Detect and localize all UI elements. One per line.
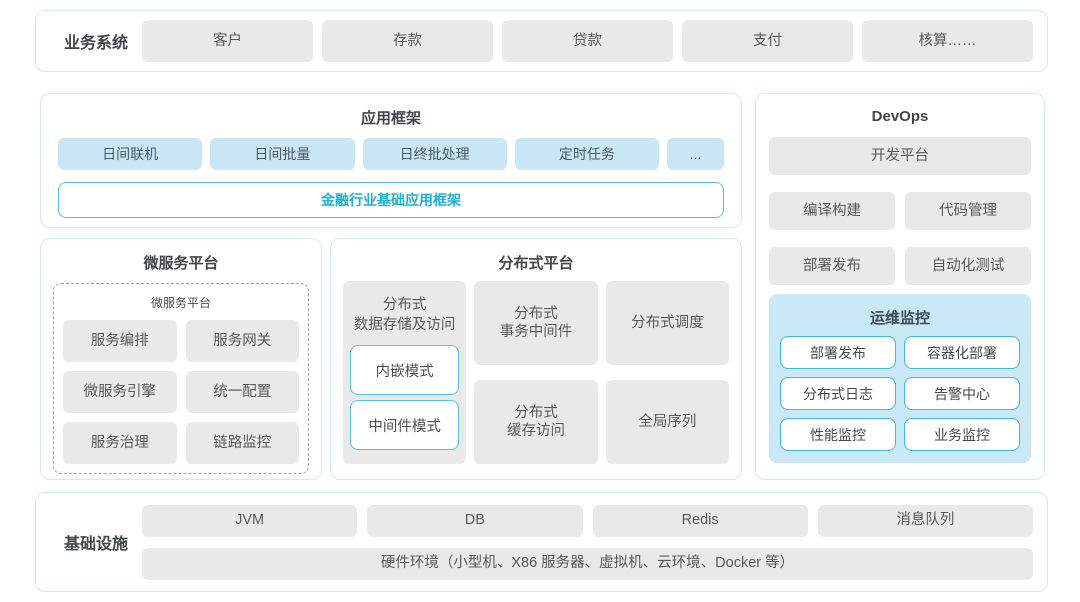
business-system-loan: 贷款 [502, 20, 673, 62]
service-orchestration-block: 服务编排 [63, 320, 177, 362]
devops-row-1: 编译构建 代码管理 [769, 192, 1031, 230]
eod-batch-block: 日终批处理 [362, 138, 507, 170]
distributed-logging-block: 分布式日志 [780, 377, 896, 410]
business-systems-label: 业务系统 [63, 35, 128, 52]
distributed-storage-block: 分布式 数据存储及访问 内嵌模式 中间件模式 [343, 281, 467, 464]
microservice-items: 服务编排 服务网关 微服务引擎 统一配置 服务治理 链路监控 [63, 320, 299, 464]
microservice-engine-block: 微服务引擎 [63, 371, 177, 413]
distributed-scheduling-block: 分布式调度 [605, 281, 729, 365]
global-sequence-block: 全局序列 [605, 380, 729, 464]
message-queue-block: 消息队列 [817, 504, 1033, 537]
redis-block: Redis [592, 504, 808, 537]
ops-monitoring-title: 运维监控 [869, 310, 930, 327]
performance-monitoring-block: 性能监控 [780, 418, 896, 451]
devops-panel: DevOps 开发平台 编译构建 代码管理 部署发布 自动化测试 运维监控 部署… [755, 93, 1045, 480]
infrastructure-items: JVM DB Redis 消息队列 硬件环境（小型机、X86 服务器、虚拟机、云… [142, 504, 1033, 580]
app-framework-items: 日间联机 日间批量 日终批处理 定时任务 ... [58, 138, 724, 170]
ops-monitoring-items: 部署发布 容器化部署 分布式日志 告警中心 性能监控 业务监控 [780, 336, 1020, 451]
business-system-deposit: 存款 [322, 20, 493, 62]
daytime-batch-block: 日间批量 [210, 138, 355, 170]
distributed-platform-panel: 分布式平台 分布式 数据存储及访问 内嵌模式 中间件模式 分布式 事务中间件 分… [330, 238, 742, 480]
business-monitoring-block: 业务监控 [904, 418, 1020, 451]
deploy-release-block: 部署发布 [769, 247, 895, 285]
business-system-customer: 客户 [142, 20, 313, 62]
service-gateway-block: 服务网关 [185, 320, 299, 362]
unified-config-block: 统一配置 [185, 371, 299, 413]
more-ellipsis-block: ... [667, 138, 724, 170]
app-framework-title: 应用框架 [360, 110, 421, 127]
compile-build-block: 编译构建 [769, 192, 895, 230]
distributed-storage-title: 分布式 数据存储及访问 [353, 297, 456, 333]
ops-monitoring-panel: 运维监控 部署发布 容器化部署 分布式日志 告警中心 性能监控 业务监控 [769, 294, 1031, 463]
infrastructure-bar: 基础设施 JVM DB Redis 消息队列 硬件环境（小型机、X86 服务器、… [35, 492, 1048, 592]
distributed-transaction-block: 分布式 事务中间件 [474, 281, 598, 365]
microservice-platform-title: 微服务平台 [143, 255, 219, 272]
devops-row-2: 部署发布 自动化测试 [769, 247, 1031, 285]
containerized-deploy-block: 容器化部署 [904, 336, 1020, 369]
scheduled-task-block: 定时任务 [514, 138, 659, 170]
code-management-block: 代码管理 [905, 192, 1031, 230]
business-system-accounting: 核算…… [862, 20, 1033, 62]
microservice-inner-group: 微服务平台 服务编排 服务网关 微服务引擎 统一配置 服务治理 链路监控 [53, 283, 309, 474]
business-system-payment: 支付 [682, 20, 853, 62]
microservice-inner-title: 微服务平台 [150, 296, 211, 310]
app-framework-panel: 应用框架 日间联机 日间批量 日终批处理 定时任务 ... 金融行业基础应用框架 [40, 93, 742, 228]
infrastructure-row: JVM DB Redis 消息队列 [142, 504, 1033, 537]
distributed-cache-block: 分布式 缓存访问 [474, 380, 598, 464]
middleware-mode-block: 中间件模式 [350, 400, 460, 451]
devops-title: DevOps [871, 108, 929, 125]
jvm-block: JVM [142, 504, 358, 537]
distributed-platform-title: 分布式平台 [498, 255, 574, 272]
db-block: DB [367, 504, 583, 537]
business-systems-bar: 业务系统 客户 存款 贷款 支付 核算…… [35, 10, 1048, 72]
dev-platform-block: 开发平台 [769, 137, 1031, 175]
link-monitoring-block: 链路监控 [185, 422, 299, 464]
infrastructure-label: 基础设施 [63, 536, 128, 553]
ops-deploy-release-block: 部署发布 [780, 336, 896, 369]
financial-base-framework-block: 金融行业基础应用框架 [58, 182, 724, 218]
hardware-environment-block: 硬件环境（小型机、X86 服务器、虚拟机、云环境、Docker 等） [142, 547, 1033, 580]
business-systems-items: 客户 存款 贷款 支付 核算…… [142, 20, 1033, 62]
microservice-platform-panel: 微服务平台 微服务平台 服务编排 服务网关 微服务引擎 统一配置 服务治理 链路… [40, 238, 322, 480]
embedded-mode-block: 内嵌模式 [350, 345, 460, 396]
distributed-platform-grid: 分布式 数据存储及访问 内嵌模式 中间件模式 分布式 事务中间件 分布式调度 分… [343, 281, 729, 464]
service-governance-block: 服务治理 [63, 422, 177, 464]
daytime-online-block: 日间联机 [58, 138, 203, 170]
automated-testing-block: 自动化测试 [905, 247, 1031, 285]
alert-center-block: 告警中心 [904, 377, 1020, 410]
